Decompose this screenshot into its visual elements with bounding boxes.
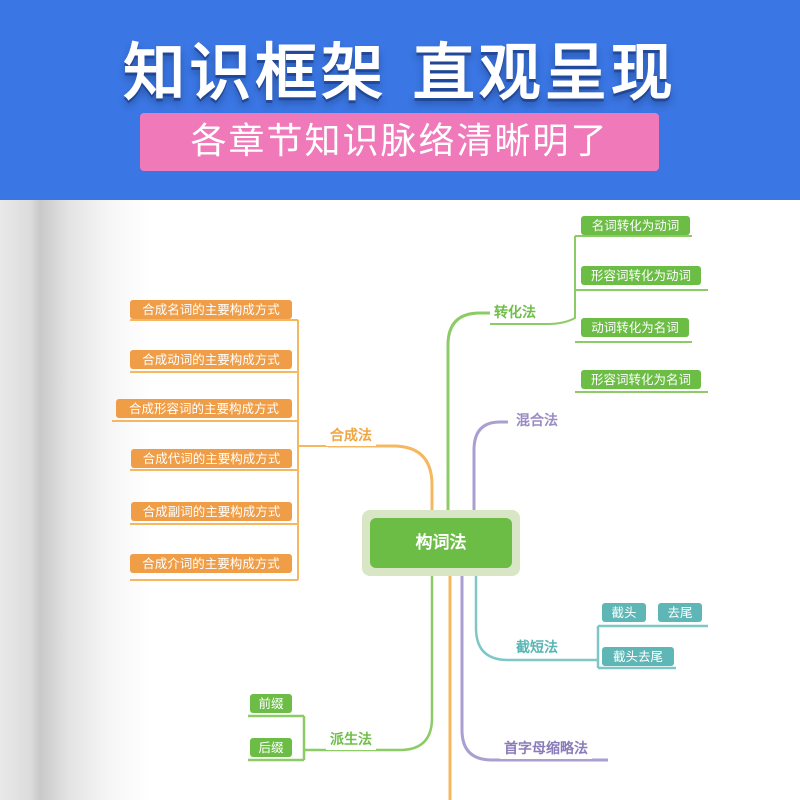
connector-root-compounding [328,444,434,512]
branch-label-clipping: 截短法 [512,638,562,658]
root-node-label: 构词法 [370,518,512,568]
banner-headline: 知识框架 直观呈现 [123,36,677,109]
connector-root-acronym [460,576,608,762]
branch-label-acronym: 首字母缩略法 [500,739,592,759]
branch-label-blending: 混合法 [512,411,562,431]
conversion-item: 动词转化为名词 [581,318,689,337]
conversion-item: 名词转化为动词 [581,216,690,235]
page-fold-shadow [0,200,150,800]
connector-conversion-spine [547,235,708,393]
connector-root-derivation [248,576,434,762]
derivation-item: 前缀 [250,694,292,713]
compounding-item: 合成动词的主要构成方式 [130,350,292,369]
root-node: 构词法 [362,510,520,576]
connector-compounding-spine [112,319,328,581]
banner-subhead: 各章节知识脉络清晰明了 [140,113,659,171]
compounding-item: 合成名词的主要构成方式 [130,300,292,319]
derivation-item: 后缀 [250,738,292,757]
branch-label-compounding: 合成法 [326,426,376,446]
compounding-item: 合成形容词的主要构成方式 [116,399,292,418]
connector-root-clipping [474,576,708,670]
conversion-item: 形容词转化为名词 [581,370,701,389]
connector-root-blending [472,420,508,512]
connector-root-conversion [446,311,492,512]
compounding-item: 合成介词的主要构成方式 [130,554,292,573]
compounding-item: 合成代词的主要构成方式 [131,449,292,468]
clipping-item: 截头去尾 [602,647,674,666]
branch-label-derivation: 派生法 [326,730,376,750]
top-banner: 知识框架 直观呈现 各章节知识脉络清晰明了 [0,0,800,200]
clipping-item: 截头 [602,603,646,622]
compounding-item: 合成副词的主要构成方式 [131,502,292,521]
clipping-item: 去尾 [658,603,702,622]
branch-label-conversion: 转化法 [490,303,540,323]
conversion-item: 形容词转化为动词 [581,266,701,285]
